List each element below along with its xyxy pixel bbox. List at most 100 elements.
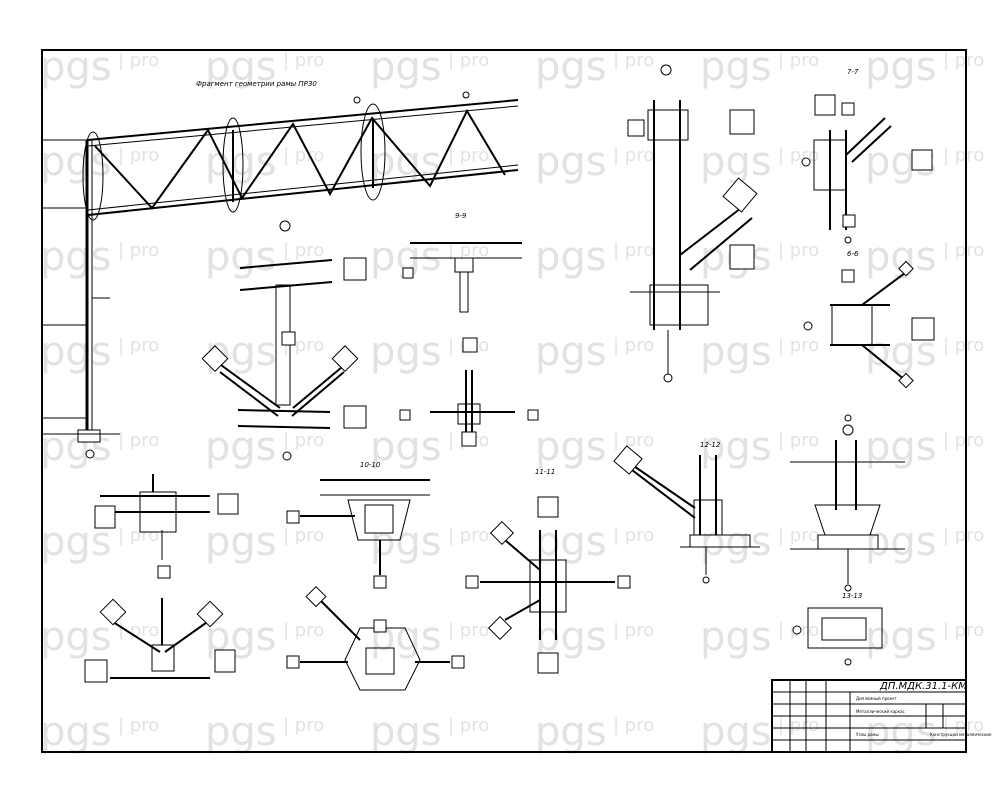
watermark-layer: pgs | pro pgs | pro pgs | pro pgs | pro pgs | pro…	[40, 44, 984, 755]
frame-fragment: Фрагмент геометрии рамы ПРЗ0	[42, 80, 519, 459]
title-line-1: Дипломный проект	[856, 696, 897, 701]
section-13-13: 13-13	[792, 592, 883, 666]
watermark-suffix: | pro	[778, 715, 819, 736]
section-6-6: 6-6	[803, 250, 935, 422]
node-detail-5	[627, 64, 758, 383]
watermark-suffix: | pro	[118, 240, 159, 261]
drawing-code: ДП.МДК.31.1-КМ	[879, 681, 967, 692]
watermark-suffix: | pro	[448, 620, 489, 641]
watermark-brand: pgs	[535, 614, 607, 660]
watermark-suffix: | pro	[448, 50, 489, 71]
watermark-brand: pgs	[700, 329, 772, 375]
watermark-brand: pgs	[535, 519, 607, 565]
watermark-brand: pgs	[205, 424, 277, 470]
watermark-brand: pgs	[535, 234, 607, 280]
watermark-suffix: | pro	[943, 335, 984, 356]
watermark-suffix: | pro	[118, 145, 159, 166]
svg-text:12-12: 12-12	[700, 441, 721, 449]
watermark-brand: pgs	[535, 329, 607, 375]
watermark-brand: pgs	[40, 139, 112, 185]
watermark-brand: pgs	[370, 139, 442, 185]
watermark-brand: pgs	[865, 519, 937, 565]
watermark-brand: pgs	[205, 519, 277, 565]
watermark-brand: pgs	[865, 424, 937, 470]
watermark-suffix: | pro	[778, 525, 819, 546]
watermark-suffix: | pro	[613, 50, 654, 71]
watermark-suffix: | pro	[283, 430, 324, 451]
watermark-suffix: | pro	[118, 335, 159, 356]
watermark-suffix: | pro	[943, 525, 984, 546]
watermark-brand: pgs	[535, 424, 607, 470]
section-12-12: 12-12	[613, 441, 760, 584]
node-detail-3	[84, 474, 239, 683]
watermark-suffix: | pro	[943, 620, 984, 641]
watermark-brand: pgs	[700, 424, 772, 470]
sheet-frame	[41, 49, 967, 753]
watermark-brand: pgs	[40, 329, 112, 375]
section-11-11: 11-11	[465, 468, 631, 674]
watermark-brand: pgs	[700, 519, 772, 565]
watermark-suffix: | pro	[778, 430, 819, 451]
watermark-suffix: | pro	[283, 240, 324, 261]
watermark-suffix: | pro	[448, 715, 489, 736]
watermark-suffix: | pro	[943, 430, 984, 451]
section-10-10: 10-10	[286, 461, 465, 691]
watermark-brand: pgs	[40, 424, 112, 470]
title-block: ДП.МДК.31.1-КМ Дипломный проект Металлич…	[771, 679, 992, 753]
watermark-brand: pgs	[205, 709, 277, 755]
title-line-2: Металлический каркас	[856, 709, 905, 714]
title-line-4: Конструкции металлические	[930, 732, 992, 737]
watermark-brand: pgs	[370, 424, 442, 470]
watermark-suffix: | pro	[613, 430, 654, 451]
watermark-brand: pgs	[865, 44, 937, 90]
watermark-suffix: | pro	[283, 50, 324, 71]
watermark-brand: pgs	[535, 44, 607, 90]
watermark-suffix: | pro	[943, 145, 984, 166]
watermark-brand: pgs	[40, 709, 112, 755]
svg-text:11-11: 11-11	[535, 468, 555, 476]
watermark-brand: pgs	[865, 709, 937, 755]
watermark-brand: pgs	[535, 709, 607, 755]
watermark-suffix: | pro	[448, 145, 489, 166]
node-detail-2	[201, 220, 367, 461]
watermark-suffix: | pro	[613, 525, 654, 546]
title-line-3: Узлы рамы	[856, 732, 879, 737]
watermark-suffix: | pro	[943, 715, 984, 736]
watermark-suffix: | pro	[448, 240, 489, 261]
svg-text:10-10: 10-10	[360, 461, 381, 469]
svg-text:13-13: 13-13	[842, 592, 862, 600]
watermark-brand: pgs	[865, 234, 937, 280]
svg-text:6-6: 6-6	[847, 250, 859, 258]
watermark-brand: pgs	[700, 709, 772, 755]
watermark-suffix: | pro	[283, 715, 324, 736]
svg-text:7-7: 7-7	[847, 68, 859, 76]
watermark-brand: pgs	[205, 234, 277, 280]
fragment-title: Фрагмент геометрии рамы ПРЗ0	[196, 80, 317, 88]
watermark-suffix: | pro	[118, 620, 159, 641]
watermark-brand: pgs	[370, 329, 442, 375]
section-9-9: 9-9	[399, 212, 539, 447]
watermark-brand: pgs	[370, 44, 442, 90]
watermark-suffix: | pro	[118, 715, 159, 736]
watermark-brand: pgs	[40, 44, 112, 90]
watermark-suffix: | pro	[943, 50, 984, 71]
watermark-suffix: | pro	[778, 145, 819, 166]
watermark-brand: pgs	[700, 44, 772, 90]
watermark-suffix: | pro	[448, 525, 489, 546]
watermark-suffix: | pro	[118, 430, 159, 451]
watermark-suffix: | pro	[613, 240, 654, 261]
node-detail-4	[790, 424, 905, 592]
watermark-brand: pgs	[40, 614, 112, 660]
watermark-suffix: | pro	[613, 145, 654, 166]
watermark-suffix: | pro	[613, 335, 654, 356]
watermark-suffix: | pro	[118, 50, 159, 71]
watermark-brand: pgs	[370, 709, 442, 755]
watermark-suffix: | pro	[613, 620, 654, 641]
watermark-suffix: | pro	[283, 620, 324, 641]
watermark-suffix: | pro	[778, 240, 819, 261]
watermark-suffix: | pro	[118, 525, 159, 546]
watermark-brand: pgs	[700, 139, 772, 185]
watermark-brand: pgs	[865, 614, 937, 660]
watermark-suffix: | pro	[613, 715, 654, 736]
